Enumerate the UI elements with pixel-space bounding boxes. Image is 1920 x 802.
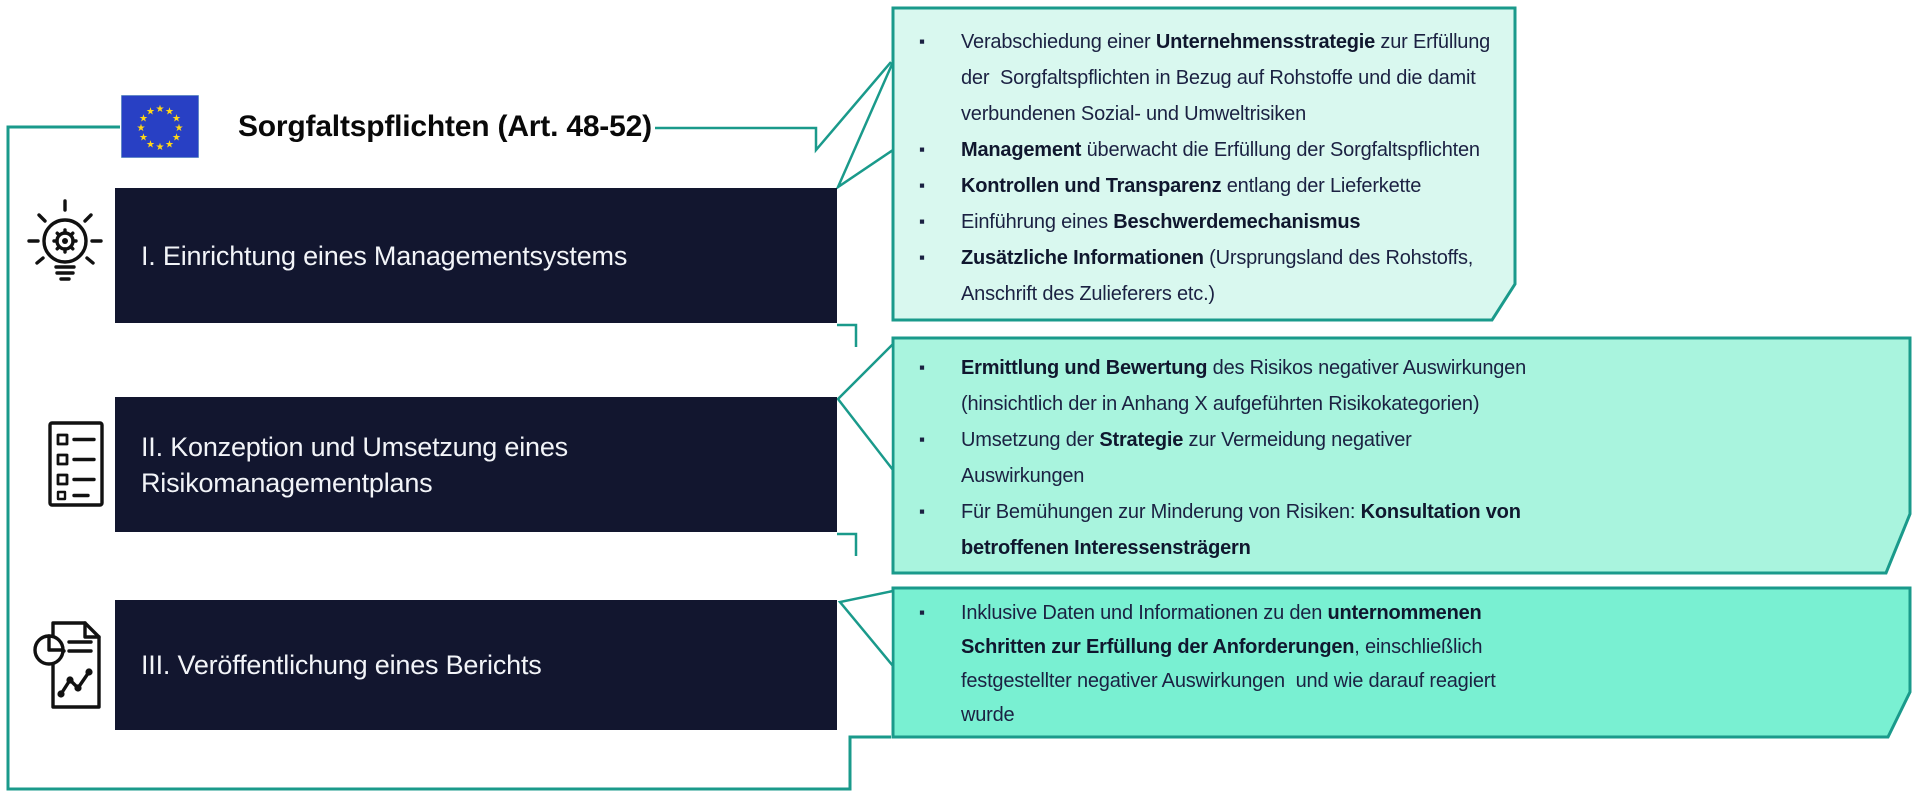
svg-text:★: ★ [146,140,155,151]
svg-text:★: ★ [156,104,165,115]
bullet-item: ▪ Inklusive Daten und Informationen zu de… [905,596,1905,732]
step-2-label: II. Konzeption und Umsetzung eines Risik… [141,431,568,498]
bullet-text: Verabschiedung einer Unternehmensstrateg… [961,31,1491,125]
bullet-item: ▪ Ermittlung und Bewertung des Risikos ne… [905,350,1905,422]
bullet-text: Einführung eines Beschwerdemechanismus [961,211,1361,233]
bullet-marker-icon: ▪ [919,140,925,159]
bullet-item: ▪ Management überwacht die Erfüllung der … [905,132,1505,168]
svg-text:★: ★ [172,114,181,125]
bullet-marker-icon: ▪ [919,212,925,231]
callout-3-tail [837,589,895,670]
svg-text:★: ★ [139,114,148,125]
svg-text:★: ★ [165,107,174,118]
svg-text:★: ★ [139,133,148,144]
box2-step-connector [837,532,858,556]
bullet-text: Zusätzliche Informationen (Ursprungsland… [961,247,1474,305]
bullet-item: ▪ Für Bemühungen zur Minderung von Risike… [905,494,1905,566]
svg-text:★: ★ [146,107,155,118]
bullet-text: Umsetzung der Strategie zur Vermeidung n… [961,429,1412,487]
bullet-marker-icon: ▪ [919,248,925,267]
lightbulb-gear-icon [25,197,105,299]
checklist-icon [47,420,105,508]
callout-1-bullets: ▪ Verabschiedung einer Unternehmensstrate… [905,24,1505,312]
bullet-text: Management überwacht die Erfüllung der S… [961,139,1480,161]
bracket-line [6,125,891,791]
step-3-label: III. Veröffentlichung eines Berichts [141,650,542,680]
bullet-text: Inklusive Daten und Informationen zu den… [961,602,1496,726]
bullet-item: ▪ Umsetzung der Strategie zur Vermeidung … [905,422,1905,494]
callout-1-tail [835,61,895,191]
bullet-item: ▪ Verabschiedung einer Unternehmensstrate… [905,24,1505,132]
eu-flag-icon: ★★★ ★★★ ★★★ ★★★ [121,95,199,158]
callout-3-bullets: ▪ Inklusive Daten und Informationen zu de… [905,596,1905,732]
svg-text:★: ★ [156,142,165,153]
bullet-marker-icon: ▪ [919,430,925,449]
step-1-label: I. Einrichtung eines Managementsystems [141,240,628,271]
bullet-item: ▪ Zusätzliche Informationen (Ursprungslan… [905,240,1505,312]
svg-text:★: ★ [172,133,181,144]
step-box-2: II. Konzeption und Umsetzung eines Risik… [115,397,837,532]
bullet-text: Kontrollen und Transparenz entlang der L… [961,175,1422,197]
bullet-item: ▪ Kontrollen und Transparenz entlang der … [905,168,1505,204]
callout-3-shape [891,586,1912,739]
bullet-marker-icon: ▪ [919,502,925,521]
bullet-text: Für Bemühungen zur Minderung von Risiken… [961,501,1521,559]
bullet-marker-icon: ▪ [919,358,925,377]
bullet-item: ▪ Einführung eines Beschwerdemechanismus [905,204,1505,240]
bullet-text: Ermittlung und Bewertung des Risikos neg… [961,357,1527,415]
step-box-1: I. Einrichtung eines Managementsystems [115,188,837,323]
svg-text:★: ★ [165,140,174,151]
callout-1-shape [891,6,1517,322]
svg-text:★: ★ [175,123,184,134]
page-title: Sorgfaltspflichten (Art. 48-52) [238,109,652,143]
callout-2-tail [836,340,895,474]
step-box-3: III. Veröffentlichung eines Berichts [115,600,837,730]
title-connector-line [655,61,892,154]
callout-2-shape [891,336,1912,575]
svg-text:★: ★ [137,123,146,134]
callout-2-bullets: ▪ Ermittlung und Bewertung des Risikos ne… [905,350,1905,566]
box1-step-connector [837,323,858,347]
bullet-marker-icon: ▪ [919,603,925,622]
bullet-marker-icon: ▪ [919,176,925,195]
bullet-marker-icon: ▪ [919,32,925,51]
report-chart-icon [33,618,107,712]
